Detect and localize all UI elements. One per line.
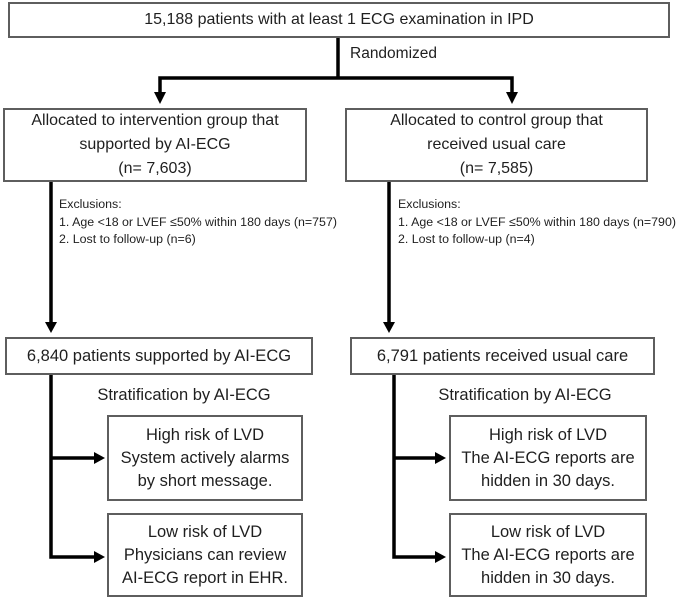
intervention-result-text: 6,840 patients supported by AI-ECG (26, 346, 292, 365)
control-high-risk-box: High risk of LVD The AI-ECG reports are … (449, 415, 647, 501)
intervention-exclusions: Exclusions: 1. Age <18 or LVEF ≤50% with… (59, 196, 337, 249)
control-low-risk-line3: hidden in 30 days. (481, 568, 615, 587)
randomized-label: Randomized (350, 45, 438, 62)
control-stratification-label: Stratification by AI-ECG (438, 386, 612, 404)
control-low-risk-box: Low risk of LVD The AI-ECG reports are h… (449, 513, 647, 597)
arrowhead (94, 551, 105, 563)
control-exclusions-title: Exclusions: (398, 197, 461, 211)
arrowhead (435, 551, 446, 563)
intervention-high-risk-box: High risk of LVD System actively alarms … (107, 415, 303, 501)
intervention-high-risk-line1: High risk of LVD (146, 425, 264, 444)
intervention-allocation-line1: Allocated to intervention group that (31, 112, 279, 129)
intervention-low-risk-line1: Low risk of LVD (147, 522, 263, 541)
intervention-exclusions-title: Exclusions: (59, 197, 122, 211)
arrowhead (154, 92, 166, 104)
intervention-allocation-line2: supported by AI-ECG (79, 136, 231, 153)
control-exclusions: Exclusions: 1. Age <18 or LVEF ≤50% with… (398, 196, 676, 249)
control-exclusion-item: 2. Lost to follow-up (n=4) (398, 232, 535, 246)
control-low-risk-line1: Low risk of LVD (490, 522, 606, 541)
control-result-box: 6,791 patients received usual care (350, 337, 655, 375)
arrowhead (435, 452, 446, 464)
intervention-low-risk-box: Low risk of LVD Physicians can review AI… (107, 513, 303, 597)
control-result-text: 6,791 patients received usual care (376, 346, 629, 365)
control-high-risk-line3: hidden in 30 days. (481, 471, 615, 490)
intervention-low-risk-line2: Physicians can review (123, 545, 287, 564)
intervention-high-risk-line3: by short message. (137, 471, 273, 490)
arrowhead (383, 322, 395, 333)
control-allocation-line2: received usual care (427, 136, 566, 153)
intervention-exclusion-item: 2. Lost to follow-up (n=6) (59, 232, 196, 246)
total-patients-box: 15,188 patients with at least 1 ECG exam… (8, 2, 670, 38)
control-allocation-box: Allocated to control group that received… (345, 108, 648, 182)
intervention-result-box: 6,840 patients supported by AI-ECG (5, 337, 313, 375)
intervention-allocation-box: Allocated to intervention group that sup… (3, 108, 307, 182)
total-patients-text: 15,188 patients with at least 1 ECG exam… (144, 11, 534, 28)
arrowhead (94, 452, 105, 464)
intervention-allocation-line3: (n= 7,603) (118, 160, 192, 177)
arrowhead (506, 92, 518, 104)
control-allocation-line3: (n= 7,585) (459, 160, 534, 177)
arrowhead (45, 322, 57, 333)
intervention-exclusion-item: 1. Age <18 or LVEF ≤50% within 180 days … (59, 214, 337, 229)
intervention-high-risk-line2: System actively alarms (120, 448, 290, 467)
control-exclusion-item: 1. Age <18 or LVEF ≤50% within 180 days … (398, 214, 676, 229)
control-high-risk-line1: High risk of LVD (489, 425, 607, 444)
control-allocation-line1: Allocated to control group that (390, 112, 603, 129)
intervention-low-risk-line3: AI-ECG report in EHR. (122, 568, 288, 587)
randomization-branch-line (158, 38, 514, 92)
control-low-risk-line2: The AI-ECG reports are (461, 545, 635, 564)
intervention-stratification-label: Stratification by AI-ECG (97, 386, 271, 404)
control-high-risk-line2: The AI-ECG reports are (461, 448, 635, 467)
